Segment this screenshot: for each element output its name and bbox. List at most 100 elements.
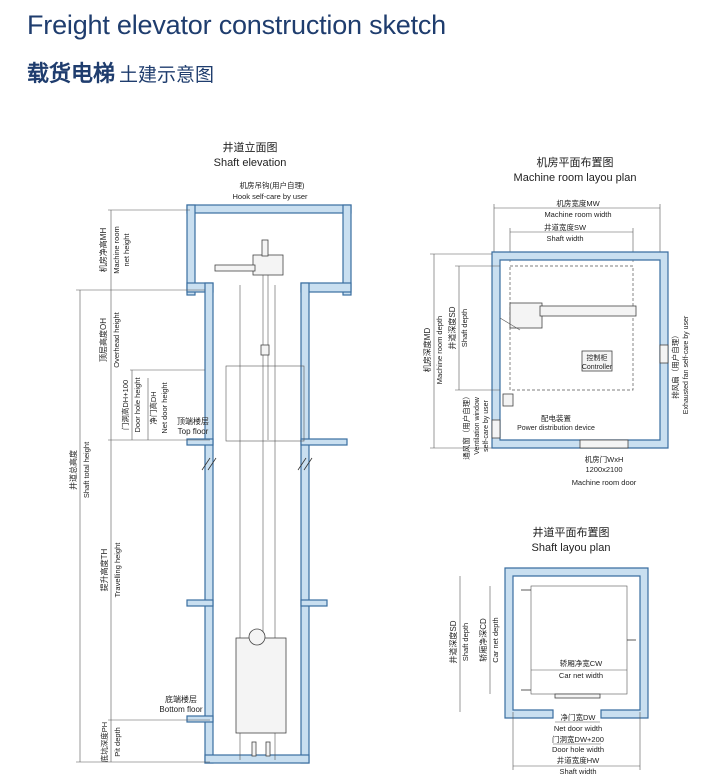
mid-floor-slab-left	[186, 599, 214, 607]
mw-label-en: Machine room width	[544, 210, 611, 219]
mh-label-en2: net height	[122, 233, 131, 267]
break-mark-left	[201, 457, 217, 471]
page-subtitle-main: 载货电梯	[27, 62, 116, 87]
hoist-machine	[252, 254, 284, 276]
total-height-en: Shaft total height	[82, 441, 91, 498]
machine-room-roof	[186, 204, 352, 214]
machine-room-title-cn: 机房平面布置图	[537, 155, 614, 169]
traction-machine	[509, 302, 543, 329]
sheave	[248, 628, 266, 646]
car-bottom-position	[235, 637, 287, 734]
cd-label-cn: 轿厢净深CD	[478, 618, 488, 662]
page-title: Freight elevator construction sketch	[27, 10, 446, 40]
sd-label-cn: 井道深度SD	[447, 306, 457, 349]
door-label-cn: 机房门WxH	[585, 454, 624, 464]
vent-label-cn: 通风窗（用户自理）	[461, 392, 471, 460]
machine-room-left-wall	[186, 204, 196, 296]
oh-label-cn: 顶层高度OH	[98, 318, 108, 362]
top-floor-en: Top floor	[178, 427, 209, 436]
machine-room-plan: 机房平面布置图 Machine room layou plan 机房宽度MW M…	[422, 155, 690, 487]
car-top-position	[225, 365, 305, 442]
top-floor-cn: 顶端楼层	[177, 416, 209, 426]
machine-room-walls	[491, 251, 669, 449]
page-subtitle-sub: 土建示意图	[119, 64, 215, 86]
hw-label-en: Shaft width	[559, 767, 596, 776]
machine-beam	[214, 264, 256, 272]
fan-label-cn: 排风扇（用户自理）	[670, 331, 680, 399]
pit-floor	[204, 754, 310, 764]
vent-window	[491, 419, 501, 439]
power-en: Power distribution device	[517, 425, 595, 432]
sw-label-en: Shaft width	[546, 234, 583, 243]
mw-label-cn: 机房宽度MW	[556, 198, 600, 208]
mh-label-en1: Machine room	[112, 226, 121, 274]
break-mark-right	[297, 457, 313, 471]
md-label-en: Machine room depth	[435, 316, 444, 384]
car-door-sill	[554, 693, 601, 699]
shaft-plan-title-cn: 井道平面布置图	[533, 525, 610, 539]
dw-label-en: Net door width	[554, 724, 602, 733]
controller-cn: 控制柜	[587, 353, 608, 362]
dh-label-cn: 门洞高DH+100	[120, 380, 130, 430]
machine-room-right-wall	[342, 204, 352, 296]
power-box	[502, 393, 514, 407]
vent-label-en1: Ventilation window	[474, 396, 481, 455]
elevation-title-en: Shaft elevation	[214, 157, 287, 169]
cw-label-en: Car net width	[559, 671, 603, 680]
page-subtitle: 载货电梯土建示意图	[27, 56, 214, 88]
bottom-floor-cn: 底端楼层	[165, 694, 197, 704]
sd-label-en: Shaft depth	[460, 309, 469, 347]
fan-label-en: Exhausted fan self-care by user	[683, 315, 690, 414]
machine-beam-plan	[539, 305, 637, 317]
shaft-right-wall	[300, 282, 310, 764]
hw-label-cn: 井道宽度HW	[557, 755, 600, 765]
th-label-en: Travelling height	[113, 542, 122, 598]
vent-label-en2: self-care by user	[483, 399, 490, 451]
cw-label-cn: 轿厢净宽CW	[560, 658, 603, 668]
controller-box	[581, 350, 613, 372]
shaft-left-wall	[204, 282, 214, 764]
mid-floor-slab-right	[300, 599, 328, 607]
bottom-floor-en: Bottom floor	[159, 705, 202, 714]
md-label-cn: 机房深度MD	[422, 328, 432, 373]
exhaust-fan	[659, 344, 669, 364]
dh-label-en: Door hole height	[133, 377, 142, 433]
rope-hitch	[260, 344, 270, 356]
ndh-label-en: Net door height	[160, 381, 169, 433]
hook	[261, 239, 269, 257]
door-label-size: 1200x2100	[585, 465, 622, 474]
controller-en: Controller	[582, 364, 613, 371]
dw-label-cn: 净门宽DW	[561, 712, 597, 722]
ph-label-en: Pit depth	[113, 727, 122, 757]
sw-label-cn: 井道宽度SW	[544, 222, 587, 232]
buffer-left	[251, 741, 257, 757]
power-cn: 配电装置	[541, 413, 571, 423]
dhw-label-en: Door hole width	[552, 745, 604, 754]
top-floor-slab-left	[186, 438, 214, 446]
ph-label-cn: 底坑深度PH	[99, 722, 109, 762]
th-label-cn: 提升高度TH	[99, 548, 109, 591]
shaft-plan-walls	[504, 567, 649, 719]
shaft-plan: 井道平面布置图 Shaft layou plan 轿厢净宽CW Car net …	[448, 525, 649, 776]
machine-room-title-en: Machine room layou plan	[514, 172, 637, 184]
ndh-label-cn: 净门高DH	[148, 391, 158, 424]
bottom-floor-slab-left	[186, 715, 214, 723]
elevation-title-cn: 井道立面图	[223, 140, 278, 154]
dhw-label-cn: 门洞宽DW+200	[552, 734, 604, 744]
door-label-en: Machine room door	[572, 478, 637, 487]
shaft-plan-title-en: Shaft layou plan	[532, 542, 611, 554]
mh-label-cn: 机房净高MH	[98, 228, 108, 273]
hook-label-cn: 机房吊钩(用户自理)	[240, 180, 305, 190]
oh-label-en: Overhead height	[112, 311, 121, 367]
shaft-plan-sd-cn: 井道深度SD	[448, 620, 458, 663]
machine-room-door	[579, 439, 629, 449]
top-floor-slab-right	[300, 438, 348, 446]
shaft-elevation: 井道立面图 Shaft elevation 机房吊钩(用户自理) Hook se…	[68, 140, 352, 764]
machine-arm	[499, 317, 521, 331]
shaft-plan-sd-en: Shaft depth	[461, 623, 470, 661]
hook-label-en: Hook self-care by user	[232, 192, 308, 201]
cd-label-en: Car net depth	[491, 617, 500, 662]
buffer-right	[265, 741, 271, 757]
